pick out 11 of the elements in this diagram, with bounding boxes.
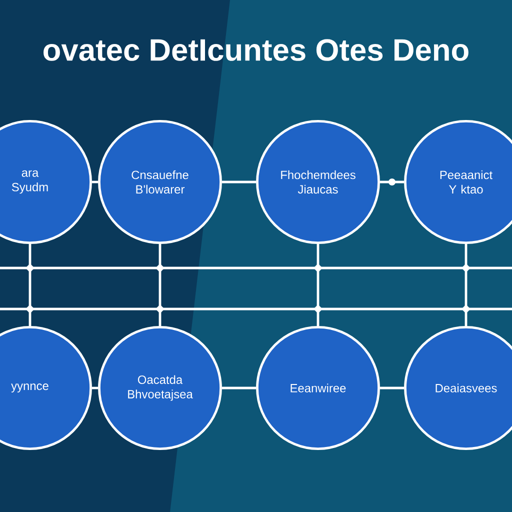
connector-line [222, 386, 256, 390]
connector-line [158, 244, 162, 326]
connector-line [92, 180, 98, 184]
connector-line [380, 386, 404, 390]
connector-line [380, 178, 404, 186]
title: ovatec DetIcuntes Otes Deno [44, 39, 468, 61]
connector-line [28, 244, 32, 326]
connector-line [92, 386, 98, 390]
connector-line [316, 244, 320, 326]
connector-line [464, 244, 468, 326]
connector-line [222, 180, 256, 184]
